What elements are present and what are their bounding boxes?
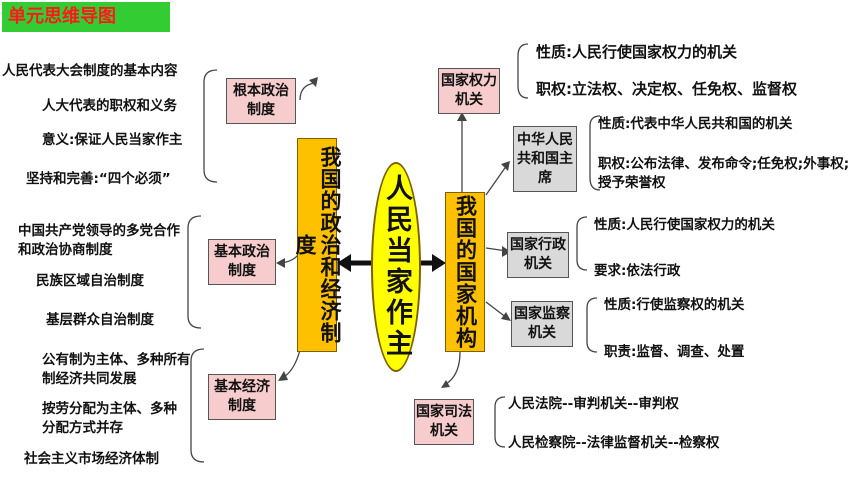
- leaf-item: 公有制为主体、多种所有制经济共同发展: [42, 352, 191, 387]
- leaf-item: 人民代表大会制度的基本内容: [2, 63, 178, 79]
- right-main-node: 我国的国家机构: [445, 192, 485, 352]
- leaf-item: 职权:公布法律、发布命令;任免权;外事权;授予荣誉权: [598, 156, 850, 191]
- leaf-item: 职权:立法权、决定权、任免权、监督权: [536, 80, 798, 98]
- leaf-item: 性质:人民行使国家权力的机关: [594, 217, 775, 233]
- branch-state-judicial-organ: 国家司法机关: [414, 399, 474, 445]
- leaf-item: 人民检察院--法律监督机关--检察权: [508, 435, 720, 451]
- branch-state-power-organ: 国家权力机关: [438, 68, 500, 114]
- branch-state-administrative-organ: 国家行政机关: [507, 232, 569, 278]
- leaf-item: 社会主义市场经济体制: [24, 451, 159, 467]
- leaf-item: 按劳分配为主体、多种分配方式并存: [42, 401, 177, 436]
- branch-basic-economic-system: 基本经济制度: [208, 374, 276, 420]
- left-main-node: 我国的政治和经济制度: [293, 138, 342, 352]
- branch-fundamental-political-system: 根本政治制度: [226, 78, 296, 124]
- leaf-item: 坚持和完善:“四个必须”: [26, 171, 171, 187]
- leaf-item: 要求:依法行政: [594, 263, 681, 279]
- branch-state-president: 中华人民共和国主席: [513, 126, 577, 192]
- leaf-item: 性质:人民行使国家权力的机关: [536, 43, 737, 61]
- leaf-item: 基层群众自治制度: [46, 312, 154, 328]
- leaf-item: 性质:行使监察权的机关: [604, 297, 745, 313]
- page-title: 单元思维导图: [2, 2, 170, 32]
- leaf-item: 意义:保证人民当家作主: [42, 132, 183, 148]
- leaf-item: 民族区域自治制度: [36, 273, 144, 289]
- branch-basic-political-system: 基本政治制度: [208, 239, 276, 285]
- branch-state-supervisory-organ: 国家监察机关: [511, 301, 573, 347]
- leaf-item: 中国共产党领导的多党合作和政治协商制度: [18, 223, 180, 258]
- leaf-item: 人大代表的职权和义务: [42, 98, 177, 114]
- leaf-item: 人民法院--审判机关--审判权: [508, 396, 679, 412]
- center-node: 人民当家作主: [371, 162, 421, 372]
- leaf-item: 性质:代表中华人民共和国的机关: [598, 116, 793, 132]
- leaf-item: 职责:监督、调查、处置: [604, 344, 745, 360]
